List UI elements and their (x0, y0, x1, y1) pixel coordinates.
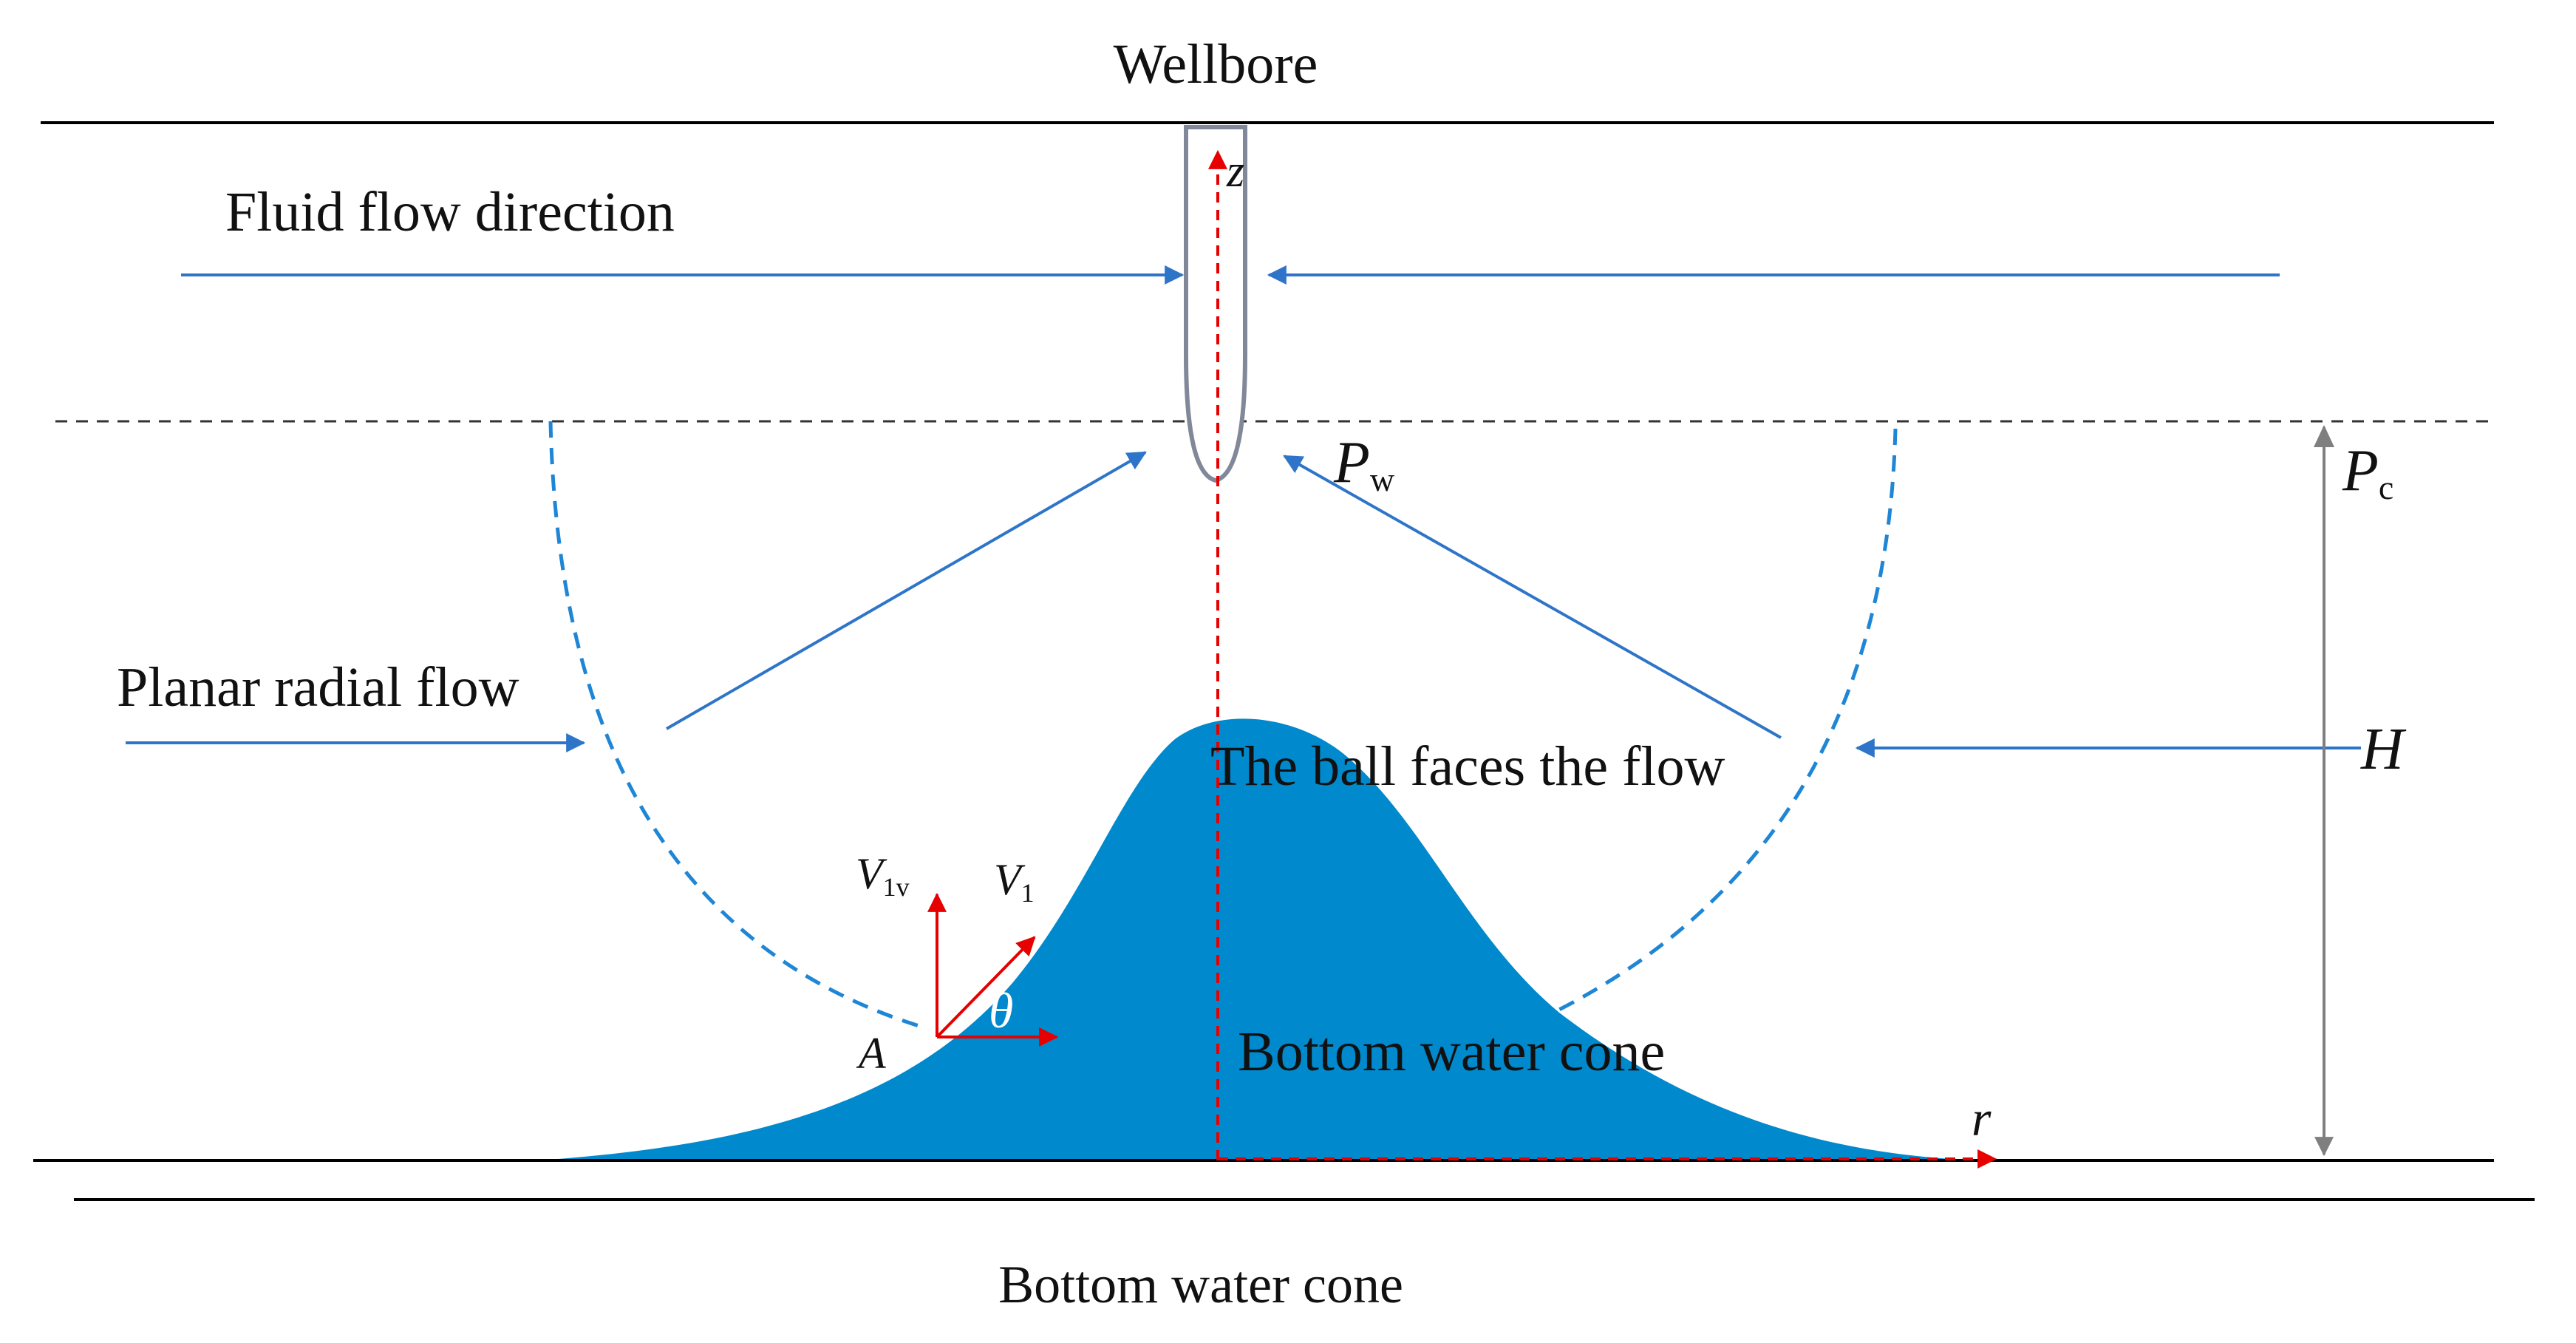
flow-arrow-diagonal-left (666, 451, 1147, 730)
theta-label: θ (989, 982, 1013, 1038)
bottom-water-cone-inner-label: Bottom water cone (1238, 1021, 1665, 1083)
velocity-symbol-v: V (856, 849, 887, 898)
r-axis-label: r (1972, 1090, 1991, 1146)
pressure-symbol: P (1333, 430, 1370, 495)
velocity-subscript-1v: 1v (883, 872, 910, 902)
hemisphere-boundary-right (1521, 428, 1898, 1030)
fluid-flow-direction-label: Fluid flow direction (225, 181, 675, 243)
bottom-water-cone-shape (558, 718, 1951, 1159)
pressure-subscript-w: w (1370, 460, 1395, 498)
height-marker-top-arrow (2314, 425, 2334, 447)
pressure-subscript-c: c (2379, 469, 2393, 506)
pressure-symbol-c: P (2342, 438, 2379, 503)
pressure-boundary-label: Pc (2342, 438, 2393, 506)
pressure-wellbore-label: Pw (1333, 430, 1395, 498)
velocity-tangent-vector (936, 936, 1036, 1038)
velocity-tangent-label: V1 (994, 855, 1035, 908)
velocity-symbol-v1: V (994, 855, 1026, 904)
wellbore-label: Wellbore (1114, 33, 1318, 95)
height-label: H (2360, 717, 2407, 782)
wellbore-outline (1184, 125, 1247, 483)
planar-radial-flow-label: Planar radial flow (117, 656, 519, 718)
flow-arrow-diagonal-right (1283, 455, 1782, 739)
z-axis-label: z (1226, 146, 1244, 197)
velocity-subscript-1: 1 (1021, 878, 1035, 908)
ball-faces-flow-label: The ball faces the flow (1210, 735, 1725, 798)
velocity-vertical-label: V1v (856, 849, 910, 902)
point-a-label: A (856, 1029, 886, 1078)
bottom-water-cone-caption: Bottom water cone (998, 1255, 1403, 1314)
hemisphere-boundary-left (548, 421, 924, 1030)
